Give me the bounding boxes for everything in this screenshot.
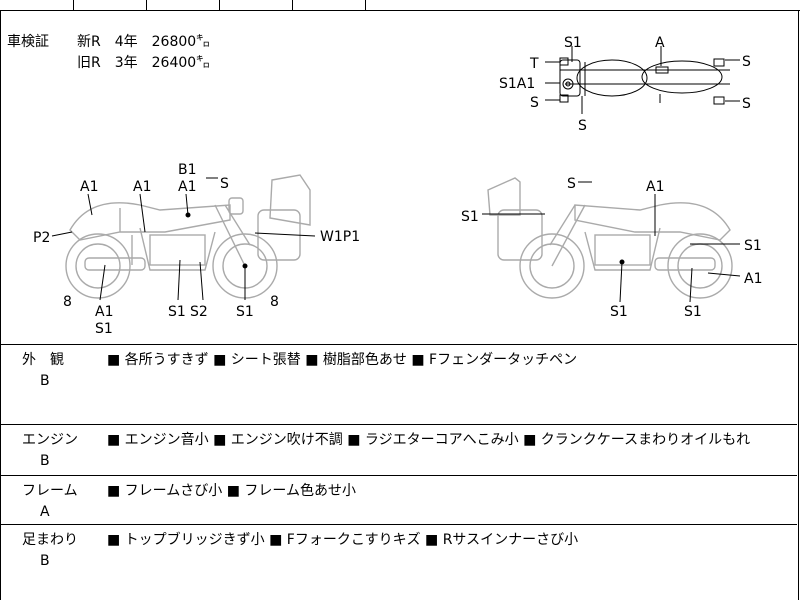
right-view-leaders (482, 181, 741, 303)
section-grade: B (40, 553, 50, 569)
right-mark-a1: A1 (646, 179, 664, 195)
left-mark-a1: A1 (95, 304, 113, 320)
left-mark-s1: S1 (95, 321, 113, 337)
top-mark-s1: S1 (564, 35, 582, 51)
left-mark-w1p1: W1P1 (320, 229, 360, 245)
left-view-bike (65, 174, 311, 299)
top-mark-s: S (530, 95, 539, 111)
top-view-bike (545, 46, 740, 114)
section-grade: B (40, 453, 50, 469)
right-mark-s1: S1 (744, 238, 762, 254)
left-mark-8: 8 (270, 294, 279, 310)
left-mark-s2: S2 (190, 304, 208, 320)
strip-cell (293, 0, 366, 10)
section-frame: フレーム A ■ フレームさび小 ■ フレーム色あせ小 (1, 475, 797, 525)
right-mark-s1: S1 (684, 304, 702, 320)
top-mark-s: S (742, 96, 751, 112)
strip-cell (220, 0, 293, 10)
left-mark-p2: P2 (33, 230, 50, 246)
top-mark-a: A (655, 35, 665, 51)
right-mark-a1: A1 (744, 271, 762, 287)
section-category: フレーム (22, 483, 78, 499)
bike-diagrams: S1 A T S S1A1 S S S B1 A1 S A1 A1 P2 W1P… (33, 35, 762, 337)
strip-cell (147, 0, 220, 10)
section-suspension: 足まわり B ■ トップブリッジきず小 ■ Fフォークこすりキズ ■ Rサスイン… (1, 524, 797, 601)
left-mark-s1: S1 (236, 304, 254, 320)
top-mark-s: S (578, 118, 587, 134)
section-category: 外 観 (22, 352, 64, 368)
section-grade: B (40, 373, 50, 389)
section-engine: エンジン B ■ エンジン音小 ■ エンジン吹け不調 ■ ラジエターコアへこみ小… (1, 424, 797, 476)
section-exterior: 外 観 B ■ 各所うすきず ■ シート張替 ■ 樹脂部色あせ ■ Fフェンダー… (1, 344, 797, 425)
section-grade: A (40, 504, 50, 520)
left-mark-b1: B1 (178, 162, 197, 178)
right-mark-s1: S1 (610, 304, 628, 320)
left-mark-a1: A1 (178, 179, 196, 195)
top-mark-s1a1: S1A1 (499, 76, 535, 92)
left-mark-8: 8 (63, 294, 72, 310)
right-mark-s: S (567, 176, 576, 192)
left-mark-a1: A1 (133, 179, 151, 195)
inspection-old: 旧R 3年 26400㌔ (77, 55, 211, 71)
section-notes: ■ エンジン音小 ■ エンジン吹け不調 ■ ラジエターコアへこみ小 ■ クランク… (107, 432, 751, 448)
right-mark-s1: S1 (461, 209, 479, 225)
left-mark-a1: A1 (80, 179, 98, 195)
left-mark-s: S (220, 176, 229, 192)
sheet-frame (0, 10, 799, 600)
right-view-bike (487, 177, 733, 299)
left-mark-s1: S1 (168, 304, 186, 320)
top-table-strip (0, 0, 800, 11)
section-notes: ■ フレームさび小 ■ フレーム色あせ小 (107, 483, 356, 499)
strip-cell (0, 0, 74, 10)
inspection-new: 新R 4年 26800㌔ (77, 34, 211, 50)
section-notes: ■ 各所うすきず ■ シート張替 ■ 樹脂部色あせ ■ Fフェンダータッチペン (107, 352, 578, 368)
left-view-leaders (51, 177, 316, 301)
top-mark-s: S (742, 54, 751, 70)
section-category: 足まわり (22, 532, 78, 548)
section-notes: ■ トップブリッジきず小 ■ Fフォークこすりキズ ■ Rサスインナーさび小 (107, 532, 579, 548)
section-category: エンジン (22, 432, 78, 448)
top-mark-t: T (529, 56, 539, 72)
inspection-label: 車検証 (7, 34, 49, 50)
strip-cell (74, 0, 147, 10)
